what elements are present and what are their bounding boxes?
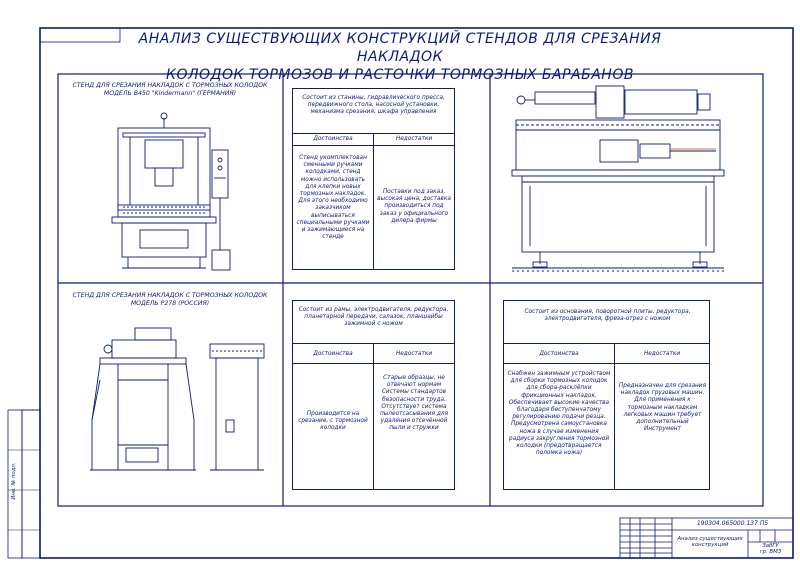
stand2-pros-text: Производится на срезание, с тормозной ко… (298, 411, 368, 432)
title-block-org-line2: гр. ВМЗ (759, 549, 782, 555)
stand2-caption-line2: МОДЕЛЬ Р278 (РОССИЯ) (130, 300, 210, 307)
title-block-doc-code: 190304.065000.137 П5 (696, 520, 769, 527)
stand3-col-pros: Достоинства (539, 351, 579, 357)
title-block-name: Анализ существующих конструкций (674, 536, 746, 548)
stand1-description: Состоит из станины, гидравлического прес… (302, 95, 445, 116)
stand3-description: Состоит из основания, поворотной плиты, … (524, 309, 691, 323)
stand3-cons-text: Предназначен для срезания накладок грузо… (618, 383, 707, 433)
stand1-pros-text: Стенд укомплектован сменными ручками кол… (296, 155, 370, 241)
title-line-2: КОЛОДОК ТОРМОЗОВ И РАСТОЧКИ ТОРМОЗНЫХ БА… (166, 67, 634, 83)
stand1-caption-line2: МОДЕЛЬ В450 "Kindermann" (ГЕРМАНИЯ) (103, 90, 237, 97)
stand2-table: Состоит из рамы, электродвигателя, редук… (292, 300, 455, 490)
title-block-name-line2: конструкций (691, 542, 729, 548)
stand1-table: Состоит из станины, гидравлического прес… (292, 88, 455, 270)
stand2-col-pros: Достоинства (313, 351, 353, 357)
stand2-caption-line1: СТЕНД ДЛЯ СРЕЗАНИЯ НАКЛАДОК С ТОРМОЗНЫХ … (72, 292, 268, 299)
stand2-description: Состоит из рамы, электродвигателя, редук… (298, 307, 449, 328)
title-block-org: ЗабГУ гр. ВМЗ (748, 543, 793, 555)
stand3-col-cons: Недостатки (643, 351, 681, 357)
stand1-col-cons: Недостатки (395, 136, 433, 142)
stand3-pros-text: Снабжен зажимным устройством для сборки … (507, 371, 611, 457)
stand2-cons-text: Старые образцы, не отвечают нормам Систе… (379, 375, 449, 432)
stand1-cons-text: Поставки под заказ, высокая цена, достав… (377, 189, 451, 224)
stand3-table: Состоит из основания, поворотной плиты, … (503, 300, 710, 490)
stand1-col-pros: Достоинства (313, 136, 353, 142)
stand2-caption: СТЕНД ДЛЯ СРЕЗАНИЯ НАКЛАДОК С ТОРМОЗНЫХ … (64, 292, 276, 308)
stand2-col-cons: Недостатки (395, 351, 433, 357)
title-line-1: АНАЛИЗ СУЩЕСТВУЮЩИХ КОНСТРУКЦИЙ СТЕНДОВ … (138, 31, 662, 65)
stand1-caption: СТЕНД ДЛЯ СРЕЗАНИЯ НАКЛАДОК С ТОРМОЗНЫХ … (64, 82, 276, 98)
side-strip-label: Инв. № подл. (11, 462, 17, 500)
stand1-caption-line1: СТЕНД ДЛЯ СРЕЗАНИЯ НАКЛАДОК С ТОРМОЗНЫХ … (72, 82, 268, 89)
title-block-name-line1: Анализ существующих (677, 536, 743, 542)
sheet-title: АНАЛИЗ СУЩЕСТВУЮЩИХ КОНСТРУКЦИЙ СТЕНДОВ … (120, 30, 680, 84)
title-block-org-line1: ЗабГУ (762, 543, 779, 549)
